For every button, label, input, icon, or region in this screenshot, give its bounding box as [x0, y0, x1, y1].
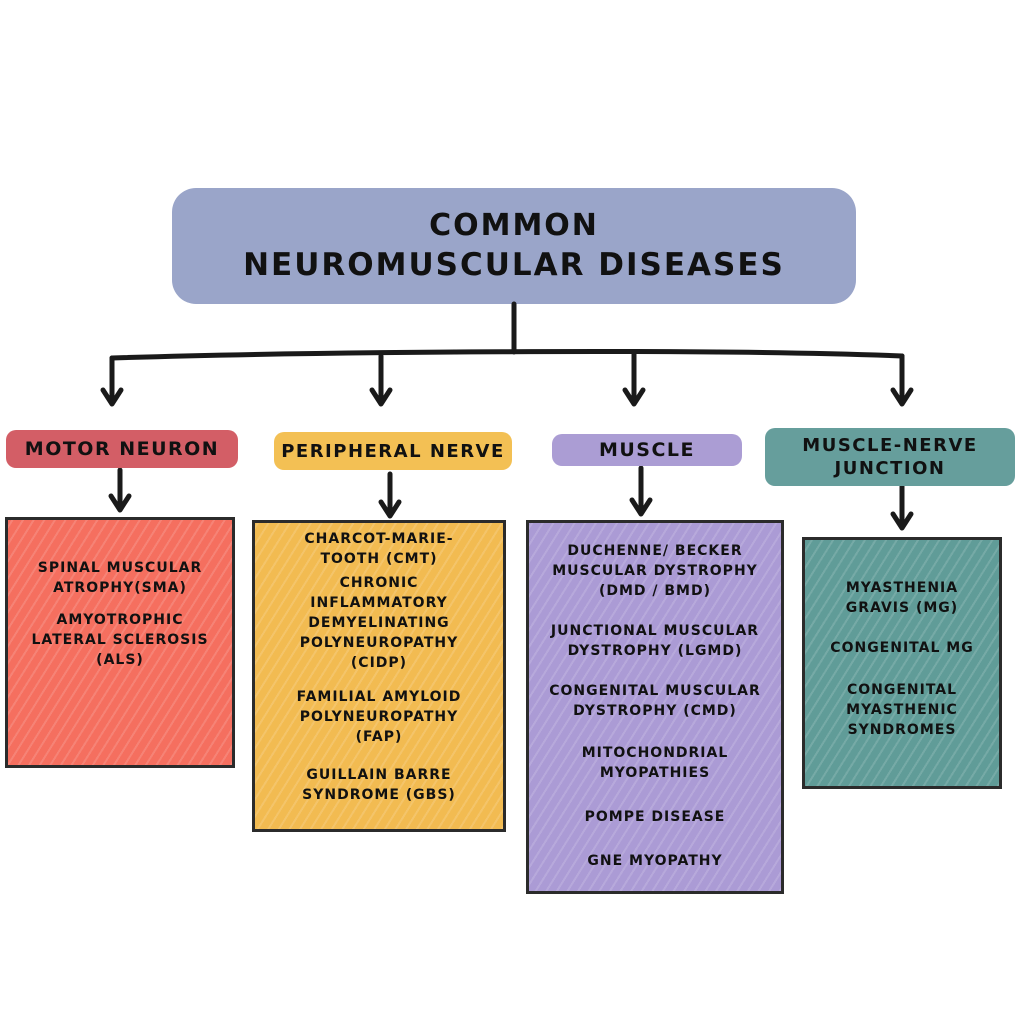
category-motor-neuron: MOTOR NEURON — [6, 430, 238, 468]
category-label: MOTOR NEURON — [24, 437, 220, 460]
category-muscle-nerve-junction: MUSCLE-NERVE JUNCTION — [765, 428, 1015, 486]
disease-item: MYASTHENIA GRAVIS (MG) — [845, 580, 959, 616]
arrowhead2-peripheral-nerve — [378, 499, 402, 519]
disease-item: CONGENITAL MUSCULAR DYSTROPHY (CMD) — [549, 683, 761, 719]
branch-line — [109, 349, 905, 361]
disease-item: CONGENITAL MG — [830, 640, 974, 656]
disease-item: GNE MYOPATHY — [587, 853, 723, 869]
muscle-disease-list: DUCHENNE/ BECKER MUSCULAR DYSTROPHY (DMD… — [526, 520, 784, 894]
category-muscle: MUSCLE — [552, 434, 742, 466]
disease-item: AMYOTROPHIC LATERAL SCLEROSIS (ALS) — [31, 612, 209, 668]
disease-item: SPINAL MUSCULAR ATROPHY(SMA) — [37, 560, 203, 596]
disease-item: JUNCTIONAL MUSCULAR DYSTROPHY (LGMD) — [550, 623, 760, 659]
category-label-line-2: JUNCTION — [834, 458, 946, 479]
arrowhead-muscle — [622, 387, 646, 407]
disease-item: DUCHENNE/ BECKER MUSCULAR DYSTROPHY (DMD… — [552, 543, 758, 599]
disease-item: GUILLAIN BARRE SYNDROME (GBS) — [302, 767, 456, 803]
title-line-2: NEUROMUSCULAR DISEASES — [243, 247, 785, 283]
disease-item: FAMILIAL AMYLOID POLYNEUROPATHY (FAP) — [296, 689, 462, 745]
category-label: PERIPHERAL NERVE — [281, 440, 505, 462]
disease-item: POMPE DISEASE — [584, 809, 726, 825]
muscle-nerve-junction-disease-list: MYASTHENIA GRAVIS (MG) CONGENITAL MG CON… — [802, 537, 1002, 789]
category-label: MUSCLE — [598, 438, 696, 461]
arrowhead2-junction — [890, 511, 914, 531]
diagram-title-box: COMMON NEUROMUSCULAR DISEASES — [172, 188, 856, 304]
disease-item: MITOCHONDRIAL MYOPATHIES — [581, 745, 729, 781]
arrowhead-motor-neuron — [100, 387, 124, 407]
category-label-line-1: MUSCLE-NERVE — [802, 435, 978, 456]
title-line-1: COMMON — [429, 208, 599, 243]
disease-item: CONGENITAL MYASTHENIC SYNDROMES — [846, 682, 958, 738]
motor-neuron-disease-list: SPINAL MUSCULAR ATROPHY(SMA) AMYOTROPHIC… — [5, 517, 235, 768]
arrowhead2-muscle — [629, 497, 653, 517]
disease-item: CHRONIC INFLAMMATORY DEMYELINATING POLYN… — [299, 575, 459, 671]
category-peripheral-nerve: PERIPHERAL NERVE — [274, 432, 512, 470]
arrowhead-junction — [890, 387, 914, 407]
arrowhead2-motor-neuron — [108, 493, 132, 513]
disease-item: CHARCOT-MARIE- TOOTH (CMT) — [304, 531, 454, 567]
arrowhead-peripheral-nerve — [369, 387, 393, 407]
peripheral-nerve-disease-list: CHARCOT-MARIE- TOOTH (CMT) CHRONIC INFLA… — [252, 520, 506, 832]
